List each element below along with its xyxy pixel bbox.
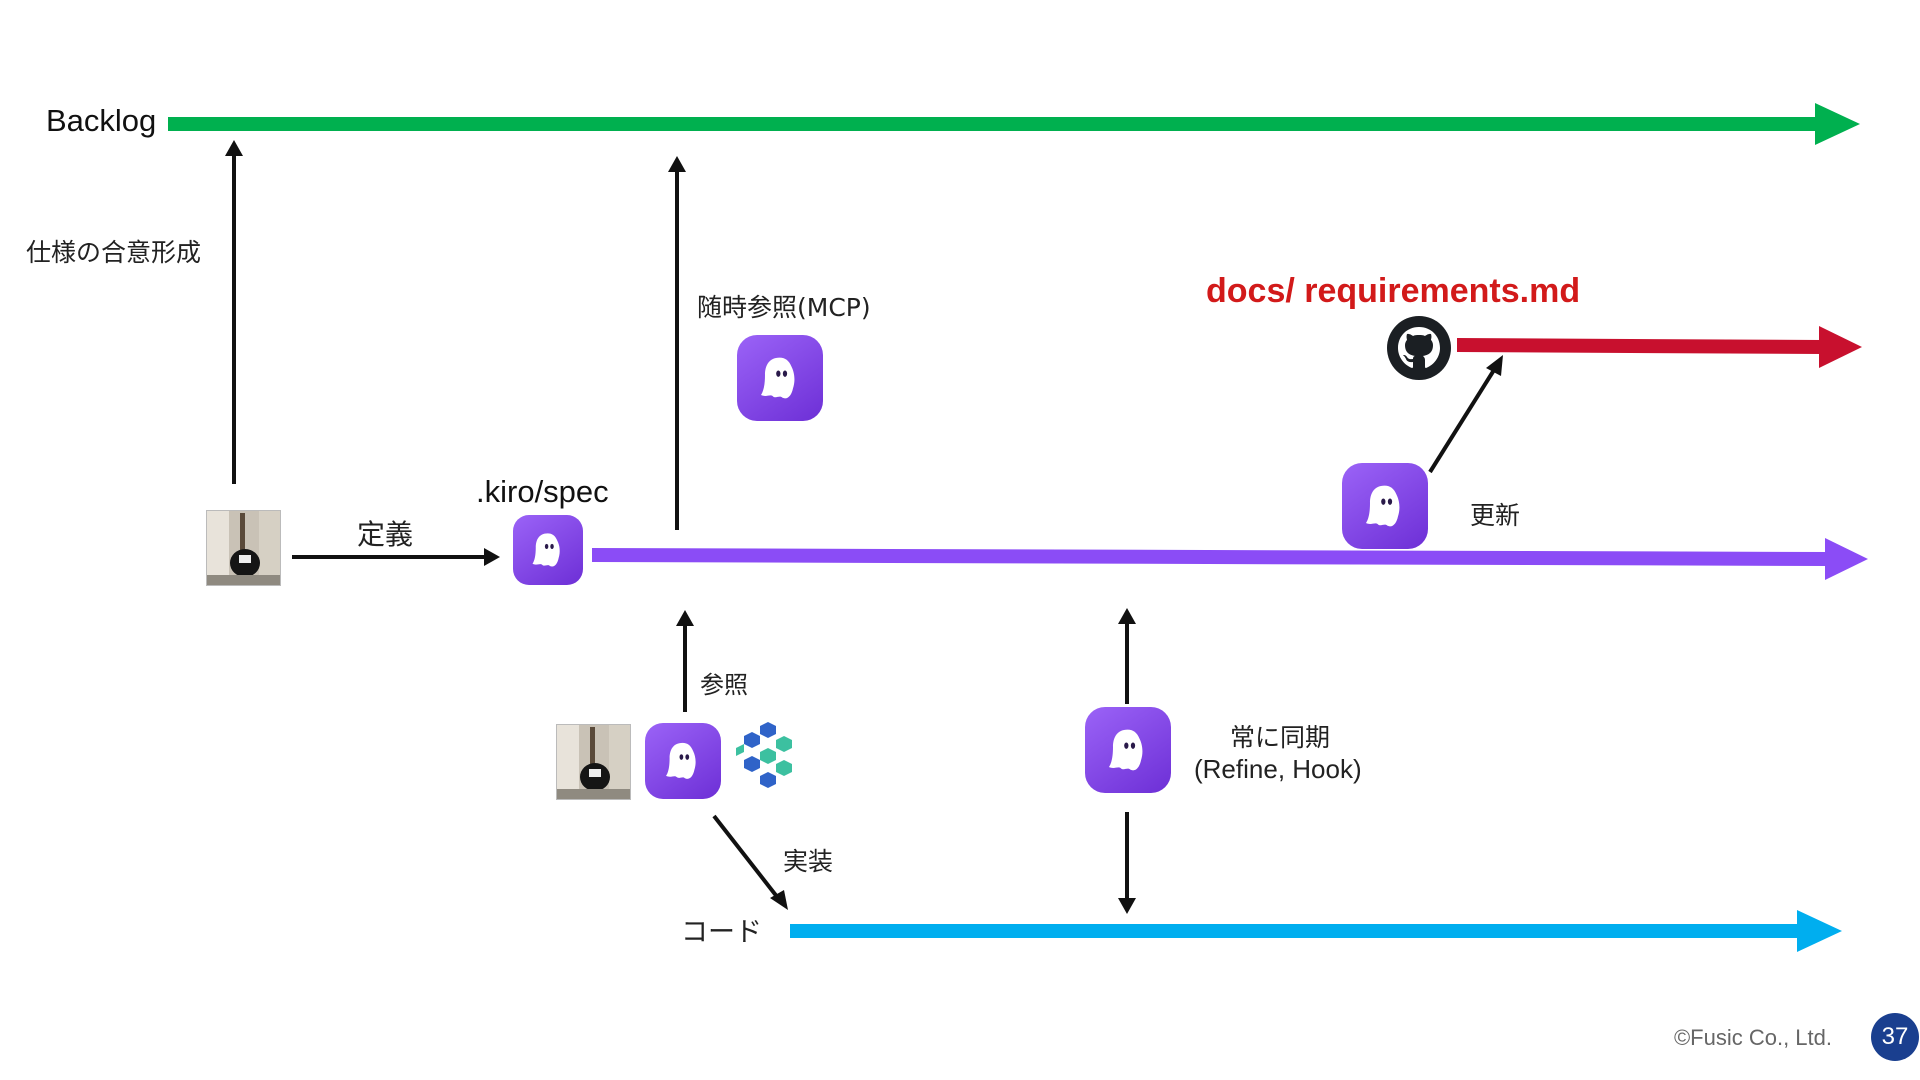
kiro-ghost-icon [1342,463,1428,549]
backlog-label: Backlog [46,103,157,138]
kiro-ghost-icon [513,515,583,585]
sync-label-line1: 常に同期 [1230,723,1331,752]
update-label: 更新 [1470,501,1521,530]
implement-arrow [712,814,780,900]
sync-label-line2: (Refine, Hook) [1194,754,1362,784]
copyright: ©Fusic Co., Ltd. [1673,1025,1832,1050]
kiro-ghost-icon [1085,707,1171,793]
reference-label: 参照 [700,671,748,699]
anytime-ref-label: 随時参照(MCP) [697,293,871,322]
github-icon [1387,316,1451,380]
implement-label: 実装 [783,847,834,876]
kiro-ghost-icon [737,335,823,421]
guitar-photo-icon [556,724,631,800]
code-track [790,910,1842,952]
spec-track [592,538,1868,580]
page-number: 37 [1871,1013,1919,1061]
docs-track [1457,326,1862,368]
backlog-track [168,103,1860,145]
spec-label: .kiro/spec [476,474,609,509]
update-arrow [1428,368,1496,474]
network-hexagon-icon [736,722,792,788]
define-label: 定義 [357,518,414,551]
docs-label: docs/ requirements.md [1206,272,1581,310]
code-label: コード [681,917,762,948]
kiro-ghost-icon [645,723,721,799]
consensus-label: 仕様の合意形成 [26,238,202,267]
guitar-photo-icon [206,510,281,586]
